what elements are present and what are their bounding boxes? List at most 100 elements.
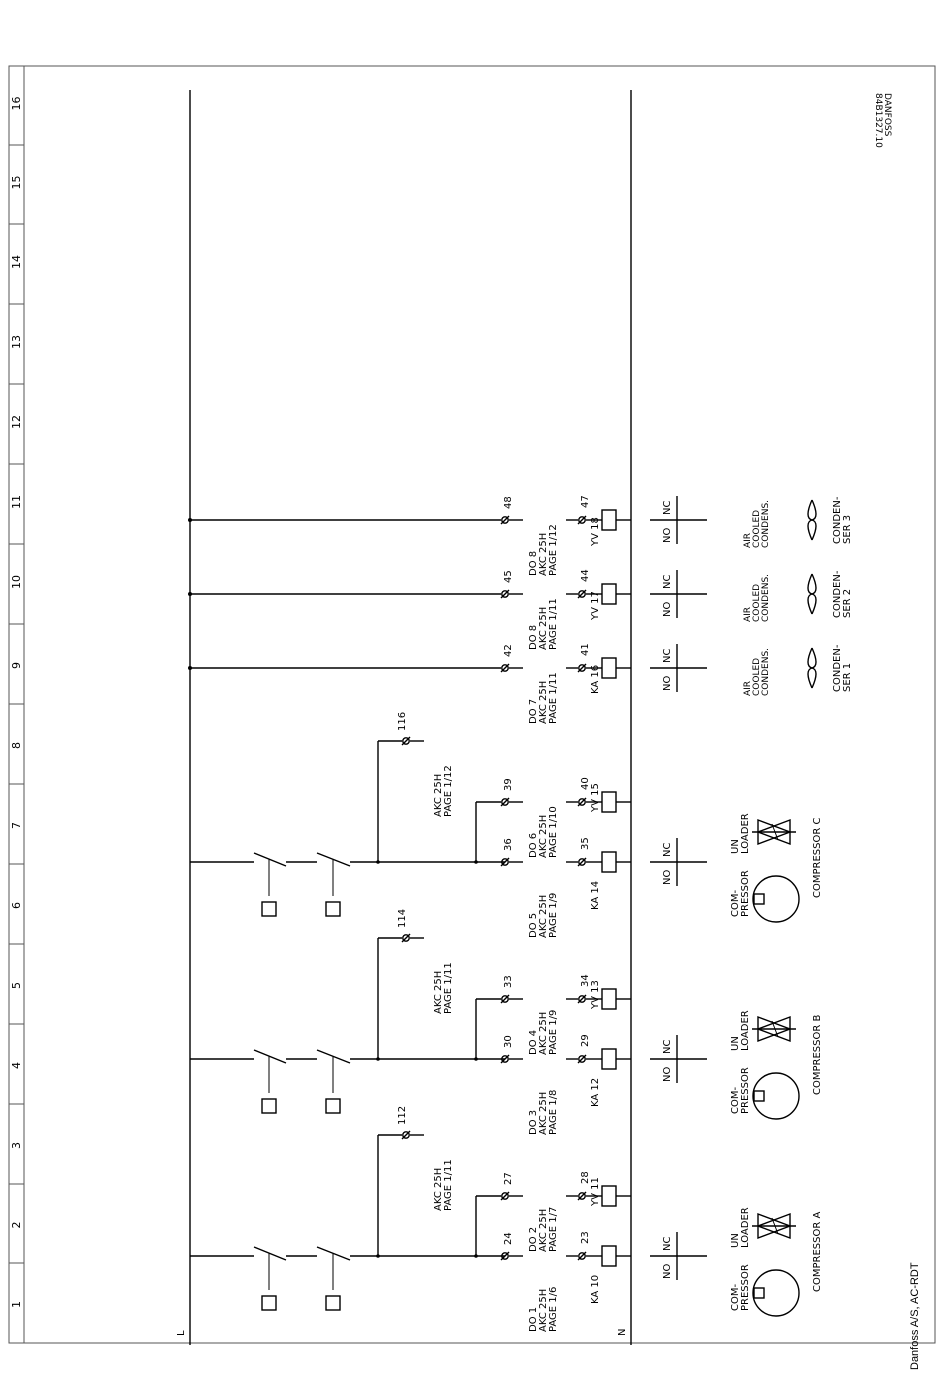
column-number: 7 bbox=[10, 822, 23, 829]
terminal-number: 35 bbox=[580, 837, 591, 850]
condenser-label-line: AIR bbox=[743, 681, 753, 696]
terminal-number: 45 bbox=[503, 570, 514, 583]
terminal-circle bbox=[501, 1055, 509, 1063]
terminal-symbol bbox=[401, 736, 411, 746]
contact-nc-label: NC bbox=[662, 1040, 673, 1054]
output-ref-line: PAGE 1/6 bbox=[548, 1287, 559, 1332]
contact-nc-label: NC bbox=[662, 1237, 673, 1251]
coil-symbol bbox=[601, 1245, 617, 1267]
valve-mark bbox=[771, 1020, 779, 1038]
terminal-circle bbox=[578, 516, 586, 524]
column-number: 15 bbox=[10, 176, 23, 190]
aux-ref-line: AKC 25H bbox=[433, 774, 444, 817]
terminal-slash bbox=[577, 994, 587, 1004]
contact-no-label: NO bbox=[662, 676, 673, 691]
terminal-symbol bbox=[500, 1251, 510, 1261]
terminal-number: 33 bbox=[503, 975, 514, 988]
coil-symbol bbox=[601, 657, 617, 679]
column-number: 2 bbox=[10, 1222, 23, 1229]
terminal-number: 24 bbox=[503, 1232, 514, 1245]
junction bbox=[188, 592, 192, 596]
terminal-circle bbox=[501, 798, 509, 806]
output-ref-line: PAGE 1/12 bbox=[548, 524, 559, 576]
terminal-circle bbox=[501, 516, 509, 524]
coil-label: KA 14 bbox=[590, 881, 601, 910]
terminal-circle bbox=[578, 995, 586, 1003]
column-number: 8 bbox=[10, 742, 23, 749]
terminal-circle bbox=[501, 858, 509, 866]
column-number: 12 bbox=[10, 415, 23, 429]
valve-label-line: LOADER bbox=[740, 813, 751, 854]
column-number: 13 bbox=[10, 335, 23, 349]
output-ref-line: PAGE 1/7 bbox=[548, 1207, 559, 1252]
condenser-name-line: SER 3 bbox=[842, 515, 853, 544]
terminal-circle bbox=[402, 1131, 410, 1139]
terminal-symbol bbox=[500, 857, 510, 867]
outer-frame bbox=[8, 65, 936, 1344]
contact-no-label: NO bbox=[662, 1067, 673, 1082]
output-ref-line: PAGE 1/9 bbox=[548, 1010, 559, 1055]
valve-mark bbox=[771, 823, 779, 841]
output-ref-line: PAGE 1/10 bbox=[548, 806, 559, 858]
fan-blade bbox=[807, 499, 817, 541]
terminal-symbol bbox=[577, 1191, 587, 1201]
output-ref-line: AKC 25H bbox=[538, 607, 549, 650]
output-ref-line: PAGE 1/9 bbox=[548, 893, 559, 938]
output-ref-line: AKC 25H bbox=[538, 1289, 549, 1332]
motor-label-line: PRESSOR bbox=[740, 870, 751, 917]
aux-terminal-number: 116 bbox=[397, 712, 408, 731]
terminal-symbol bbox=[500, 1054, 510, 1064]
compressor-motor-symbol bbox=[752, 1269, 800, 1317]
terminal-number: 40 bbox=[580, 777, 591, 790]
terminal-symbol bbox=[500, 515, 510, 525]
terminal-symbol bbox=[401, 933, 411, 943]
pressure-sensor-oil bbox=[325, 901, 341, 917]
column-number: 3 bbox=[10, 1142, 23, 1149]
column-number: 6 bbox=[10, 902, 23, 909]
terminal-circle bbox=[501, 1252, 509, 1260]
terminal-slash bbox=[401, 736, 411, 746]
terminal-circle bbox=[578, 798, 586, 806]
contact-no-label: NO bbox=[662, 870, 673, 885]
output-ref-line: DO 3 bbox=[528, 1110, 539, 1135]
terminal-number: 34 bbox=[580, 974, 591, 987]
condenser-name-line: CONDEN- bbox=[832, 570, 843, 618]
column-number: 10 bbox=[10, 575, 23, 589]
terminal-circle bbox=[578, 1192, 586, 1200]
condenser-label-line: CONDENS. bbox=[761, 648, 771, 696]
output-ref-line: AKC 25H bbox=[538, 1012, 549, 1055]
terminal-slash bbox=[577, 857, 587, 867]
contact-no-label: NO bbox=[662, 1264, 673, 1279]
aux-ref-line: PAGE 1/12 bbox=[443, 765, 454, 817]
compressor-motor-symbol bbox=[752, 875, 800, 923]
terminal-slash bbox=[500, 1191, 510, 1201]
terminal-slash bbox=[500, 663, 510, 673]
condenser-name-line: CONDEN- bbox=[832, 644, 843, 692]
column-number: 9 bbox=[10, 662, 23, 669]
column-number: 4 bbox=[10, 1062, 23, 1069]
unloader-valve-symbol bbox=[752, 1212, 796, 1240]
motor-label-line: PRESSOR bbox=[740, 1264, 751, 1311]
fan-blade bbox=[807, 573, 817, 615]
terminal-symbol bbox=[500, 663, 510, 673]
condenser-name: CONDEN-SER 2 bbox=[832, 570, 853, 618]
terminal-circle bbox=[501, 590, 509, 598]
condenser-name: CONDEN-SER 3 bbox=[832, 496, 853, 544]
pressure-sensor-oil bbox=[325, 1295, 341, 1311]
condenser-label-line: COOLED bbox=[752, 510, 762, 548]
terminal-slash bbox=[401, 1130, 411, 1140]
terminal-circle bbox=[402, 737, 410, 745]
coil-label: YV 18 bbox=[590, 517, 601, 547]
switch-blade-hilo bbox=[253, 852, 287, 867]
